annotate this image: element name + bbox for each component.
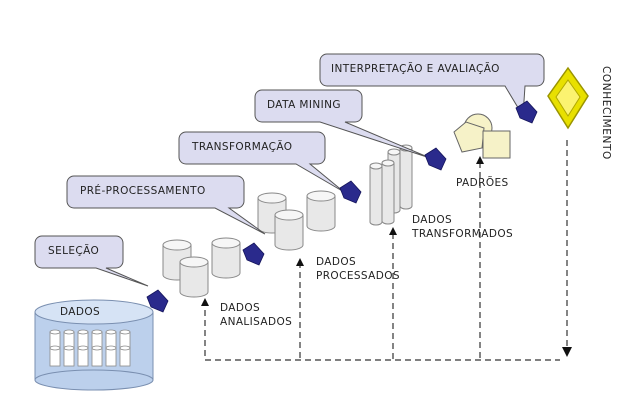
transformados-cylinders-icon bbox=[369, 144, 413, 226]
label-padroes: PADRÕES bbox=[456, 177, 509, 189]
label-dados: DADOS bbox=[60, 306, 101, 318]
label-dados-processados-2: PROCESSADOS bbox=[316, 270, 400, 282]
chevron-arrow-icon bbox=[146, 289, 169, 313]
stage-arrows bbox=[146, 100, 538, 313]
analisados-cylinders-icon bbox=[162, 237, 241, 298]
chevron-arrow-icon bbox=[515, 100, 538, 124]
feedback-arrowheads bbox=[201, 156, 572, 357]
feedback-loop bbox=[204, 140, 568, 361]
callout-bubbles bbox=[34, 53, 545, 287]
stage-label-pre-processamento: PRÉ-PROCESSAMENTO bbox=[80, 185, 206, 197]
callout-data-mining bbox=[254, 89, 431, 159]
label-dados-transformados-1: DADOS bbox=[412, 214, 453, 226]
chevron-arrow-icon bbox=[424, 147, 447, 171]
stage-label-selecao: SELEÇÃO bbox=[48, 245, 100, 257]
callout-pre-processamento bbox=[66, 175, 266, 235]
dados-database-icon bbox=[34, 299, 154, 391]
label-conhecimento: CONHECIMENTO bbox=[600, 66, 612, 160]
processados-cylinders-icon bbox=[257, 190, 336, 251]
callout-selecao bbox=[34, 235, 149, 287]
padroes-shapes-icon bbox=[453, 113, 511, 159]
label-dados-analisados-2: ANALISADOS bbox=[220, 316, 293, 328]
chevron-arrow-icon bbox=[339, 180, 362, 204]
stage-label-transformacao: TRANSFORMAÇÃO bbox=[192, 141, 293, 153]
callout-transformacao bbox=[178, 131, 345, 193]
label-dados-processados-1: DADOS bbox=[316, 256, 357, 268]
label-dados-analisados-1: DADOS bbox=[220, 302, 261, 314]
stage-label-data-mining: DATA MINING bbox=[267, 99, 341, 111]
conhecimento-diamond-icon bbox=[547, 66, 589, 130]
stage-label-interpretacao: INTERPRETAÇÃO E AVALIAÇÃO bbox=[331, 63, 500, 75]
label-dados-transformados-2: TRANSFORMADOS bbox=[412, 228, 514, 240]
chevron-arrow-icon bbox=[242, 242, 265, 266]
callout-interpretacao bbox=[319, 53, 545, 118]
